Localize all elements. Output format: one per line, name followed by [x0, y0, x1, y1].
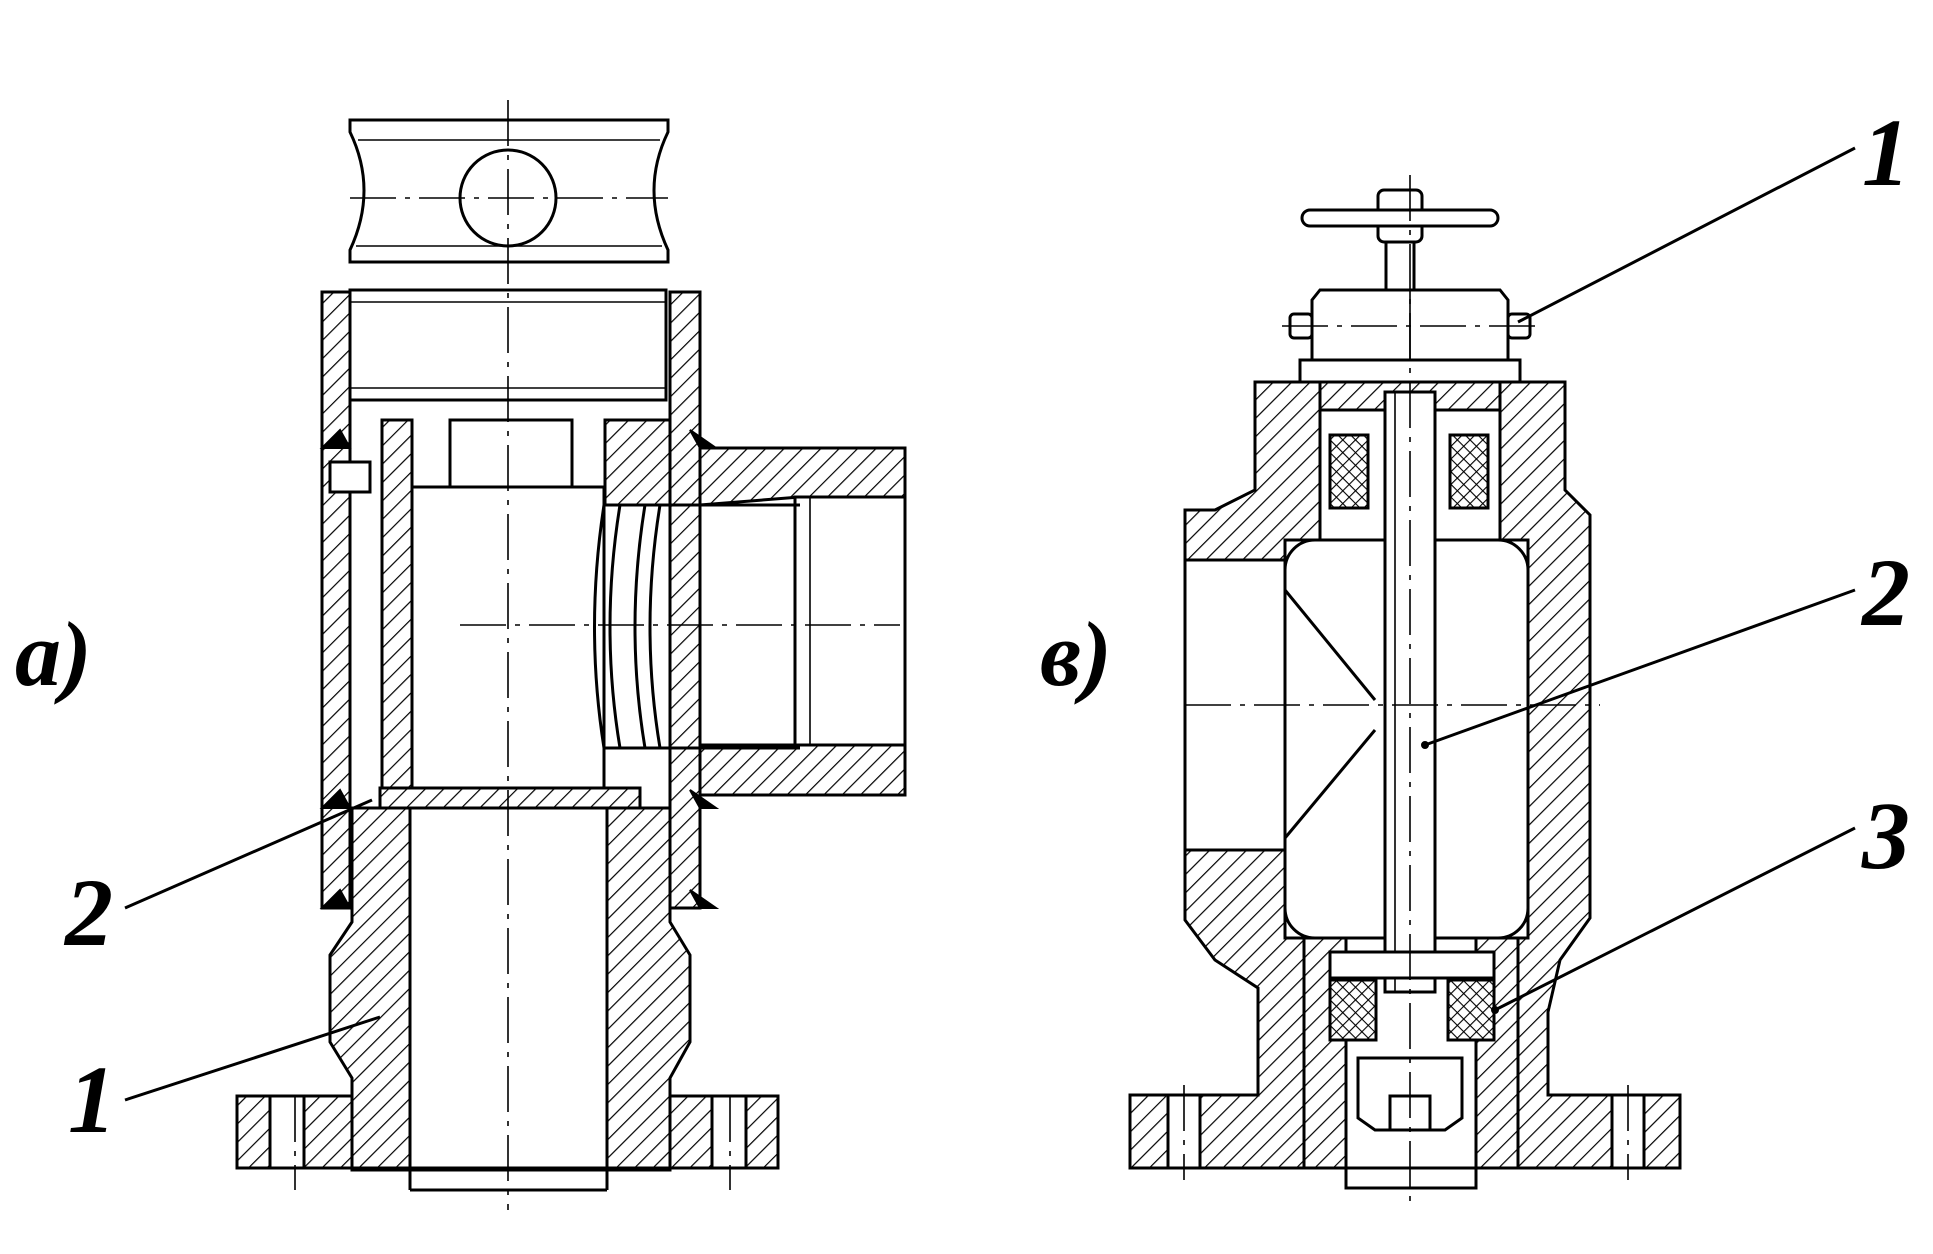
panel-b-callout-1: 1	[1862, 99, 1910, 206]
panel-b-packing-left	[1328, 433, 1370, 510]
panel-b-seal-right	[1446, 978, 1496, 1042]
panel-a-cap	[348, 118, 670, 264]
panel-b-callout-2: 2	[1860, 539, 1910, 646]
panel-b-drawing	[1128, 175, 1682, 1205]
panel-b-packing-right	[1448, 433, 1490, 510]
panel-b-seal-left	[1328, 978, 1378, 1042]
panel-a-callout-2: 2	[63, 859, 113, 966]
panel-a-sleeve-right	[603, 418, 672, 507]
panel-a-leader-2	[124, 798, 373, 910]
panel-a-lower-body-right	[605, 806, 692, 1172]
panel-a-body-right-wall	[668, 290, 702, 910]
panel-b-leader-1	[1517, 146, 1856, 324]
panel-a-sleeve-left	[380, 418, 414, 794]
panel-a-callout-1: 1	[68, 1046, 116, 1153]
panel-a-leader-1	[124, 1015, 381, 1102]
panel-b-leader-3	[1494, 826, 1856, 1012]
panel-b-handle	[1300, 188, 1500, 294]
panel-b-callout-3: 3	[1861, 782, 1910, 889]
panel-b-label: в)	[1040, 603, 1112, 705]
panel-a-outlet-bottom	[698, 743, 907, 797]
panel-b-leader-2	[1424, 588, 1856, 747]
panel-a-drawing	[235, 100, 907, 1210]
panel-a-label: а)	[15, 603, 92, 705]
